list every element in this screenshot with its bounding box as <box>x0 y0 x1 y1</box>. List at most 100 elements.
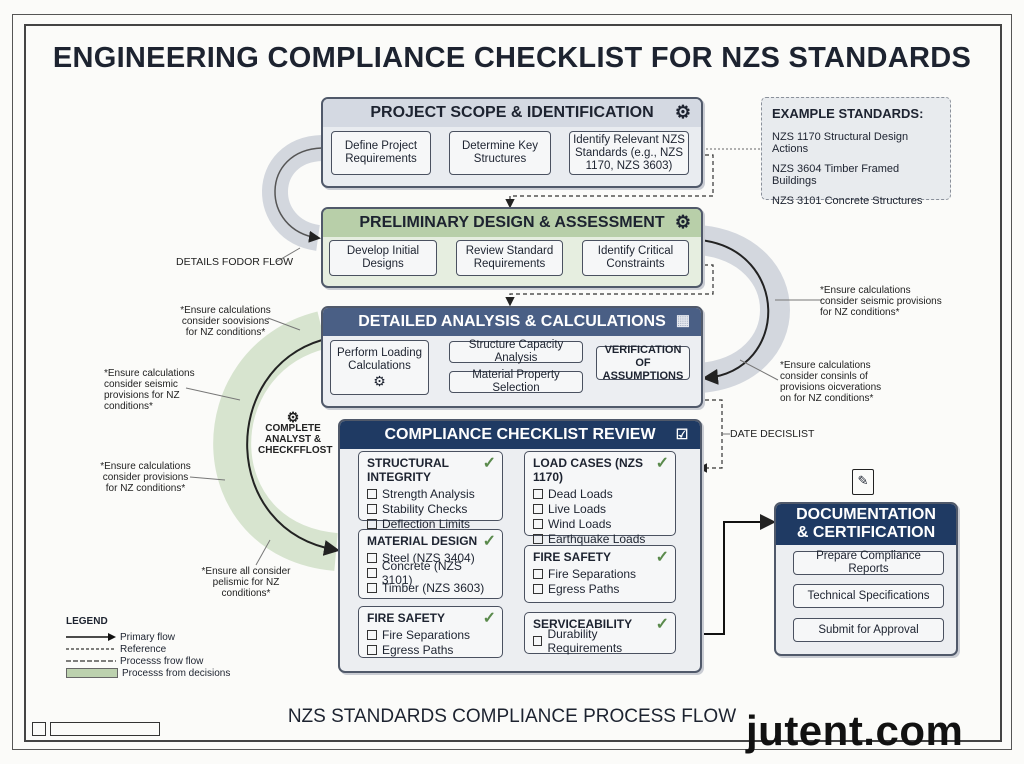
checklist-item[interactable]: Steel (NZS 3404) <box>367 550 494 565</box>
checklist-item[interactable]: Strength Analysis <box>367 486 494 501</box>
checkbox[interactable] <box>533 488 543 499</box>
box-determine-structures[interactable]: Determine Key Structures <box>449 131 551 175</box>
stage-title: PRELIMINARY DESIGN & ASSESSMENT <box>359 214 665 231</box>
box-material-selection[interactable]: Material Property Selection <box>449 369 583 394</box>
label-text: COMPLETE ANALYST & CHECKFFLOST <box>258 423 333 456</box>
stage-header: PROJECT SCOPE & IDENTIFICATION ⚙ <box>323 99 701 127</box>
legend-item: Processs frow flow <box>66 655 230 667</box>
checklist-item[interactable]: Fire Separations <box>533 566 667 581</box>
checkbox[interactable] <box>367 629 377 640</box>
checkmark-icon: ✓ <box>482 610 496 627</box>
checklist-serviceability: SERVICEABILITY✓ Durability Requirements <box>524 612 676 655</box>
box-develop-designs[interactable]: Develop Initial Designs <box>329 240 437 276</box>
item-label: Stability Checks <box>382 501 468 516</box>
note-soovisions: *Ensure calculations consider soovisions… <box>180 305 271 338</box>
box-label: Perform Loading Calculations <box>336 347 423 372</box>
gear-icon: ⚙ <box>674 102 692 122</box>
label-complete-analyst: ⚙ COMPLETE ANALYST & CHECKFFLOST <box>258 409 333 456</box>
note-seismic-right: *Ensure calculations consider seismic pr… <box>820 285 942 318</box>
note-pelismic: *Ensure all consider pelismic for NZ con… <box>201 566 291 599</box>
checkbox[interactable] <box>533 503 543 514</box>
note-seismic-left: *Ensure calculations consider seismic pr… <box>104 368 195 412</box>
checkbox[interactable] <box>367 567 377 578</box>
item-label: Steel (NZS 3404) <box>382 550 475 565</box>
item-label: Live Loads <box>548 501 607 516</box>
box-technical-specs[interactable]: Technical Specifications <box>793 584 944 608</box>
item-label: Deflection Limits <box>382 516 471 531</box>
box-prepare-reports[interactable]: Prepare Compliance Reports <box>793 550 944 575</box>
panel-title: FIRE SAFETY <box>533 550 612 564</box>
checklist-item[interactable]: Egress Paths <box>533 581 667 596</box>
item-label: Egress Paths <box>382 642 454 657</box>
example-standards-title: EXAMPLE STANDARDS: <box>772 106 924 121</box>
checklist-item[interactable]: Live Loads <box>533 501 667 516</box>
item-label: Dead Loads <box>548 486 613 501</box>
checkbox[interactable] <box>367 582 377 593</box>
checkbox[interactable] <box>367 488 377 499</box>
example-standard: NZS 3101 Concrete Structures <box>772 195 923 207</box>
checklist-item[interactable]: Egress Paths <box>367 642 494 657</box>
checkbox[interactable] <box>533 635 543 646</box>
box-identify-standards[interactable]: Identify Relevant NZS Standards (e.g., N… <box>569 131 689 175</box>
checklist-structural-integrity: STRUCTURAL INTEGRITY✓ Strength Analysis … <box>358 451 503 531</box>
checklist-load-cases: LOAD CASES (NZS 1170)✓ Dead Loads Live L… <box>524 451 676 546</box>
inner-frame <box>24 24 1002 742</box>
outer-frame <box>12 14 1012 750</box>
box-define-requirements[interactable]: Define Project Requirements <box>331 131 431 175</box>
legend-label: Processs from decisions <box>122 667 231 679</box>
legend-label: Reference <box>120 643 167 655</box>
box-review-requirements[interactable]: Review Standard Requirements <box>456 240 563 276</box>
stage-title: PROJECT SCOPE & IDENTIFICATION <box>370 104 654 121</box>
checklist-item[interactable]: Stability Checks <box>367 501 494 516</box>
checkmark-icon: ✓ <box>655 616 669 633</box>
checklist-item[interactable]: Dead Loads <box>533 486 667 501</box>
stage-title-line1: DOCUMENTATION <box>796 506 936 523</box>
checklist-item[interactable]: Durability Requirements <box>533 627 667 655</box>
checkbox[interactable] <box>367 552 377 563</box>
label-details-flow: DETAILS FODOR FLOW <box>176 256 294 268</box>
box-capacity-analysis[interactable]: Structure Capacity Analysis <box>449 339 583 364</box>
footer-title: NZS STANDARDS COMPLIANCE PROCESS FLOW <box>287 706 737 727</box>
box-identify-constraints[interactable]: Identify Critical Constraints <box>582 240 689 276</box>
note-provisions-left: *Ensure calculations consider provisions… <box>100 461 191 494</box>
flow-band-left-big <box>213 311 339 571</box>
item-label: Timber (NZS 3603) <box>382 580 485 595</box>
checkbox[interactable] <box>367 644 377 655</box>
calculator-icon: ▦ <box>675 312 691 329</box>
item-label: Strength Analysis <box>382 486 475 501</box>
gears-icon: ⚙ <box>286 409 300 425</box>
legend-item: Reference <box>66 643 230 655</box>
checkbox[interactable] <box>533 518 543 529</box>
panel-title: FIRE SAFETY <box>367 611 446 625</box>
item-label: Earthquake Loads <box>548 531 646 546</box>
note-consinls: *Ensure calculations consider consinls o… <box>780 360 882 404</box>
legend-label: Primary flow <box>120 631 176 643</box>
stage-header: COMPLIANCE CHECKLIST REVIEW ☑ <box>340 421 700 449</box>
box-verification-assumptions[interactable]: VERIFICATION OF ASSUMPTIONS <box>596 344 690 382</box>
checkbox[interactable] <box>367 503 377 514</box>
title-block-box <box>32 722 46 736</box>
checkbox[interactable] <box>533 533 543 544</box>
checklist-item[interactable]: Concrete (NZS 3101) <box>367 559 494 587</box>
checklist-item[interactable]: Fire Separations <box>367 627 494 642</box>
checklist-item[interactable]: Deflection Limits <box>367 516 494 531</box>
item-label: Fire Separations <box>548 566 637 581</box>
dashed-line-icon <box>66 648 116 650</box>
legend-title: LEGEND <box>66 616 108 627</box>
box-loading-calculations[interactable]: Perform Loading Calculations ⚙ <box>330 340 429 395</box>
checklist-item[interactable]: Wind Loads <box>533 516 667 531</box>
checklist-fire-safety-right: FIRE SAFETY✓ Fire Separations Egress Pat… <box>524 545 676 603</box>
box-submit-approval[interactable]: Submit for Approval <box>793 618 944 642</box>
checkmark-icon: ✓ <box>482 533 496 550</box>
checkbox[interactable] <box>533 568 543 579</box>
checkbox[interactable] <box>533 583 543 594</box>
stage-header: DETAILED ANALYSIS & CALCULATIONS ▦ <box>323 308 701 336</box>
checklist-item[interactable]: Timber (NZS 3603) <box>367 580 494 595</box>
gear-icon: ⚙ <box>373 373 386 389</box>
page-title: ENGINEERING COMPLIANCE CHECKLIST FOR NZS… <box>52 42 972 74</box>
checklist-item[interactable]: Earthquake Loads <box>533 531 667 546</box>
checkbox[interactable] <box>367 518 377 529</box>
flow-band-left-top <box>262 135 324 251</box>
stage-title: COMPLIANCE CHECKLIST REVIEW <box>384 426 656 443</box>
legend: LEGEND Primary flow Reference Processs f… <box>66 616 230 679</box>
